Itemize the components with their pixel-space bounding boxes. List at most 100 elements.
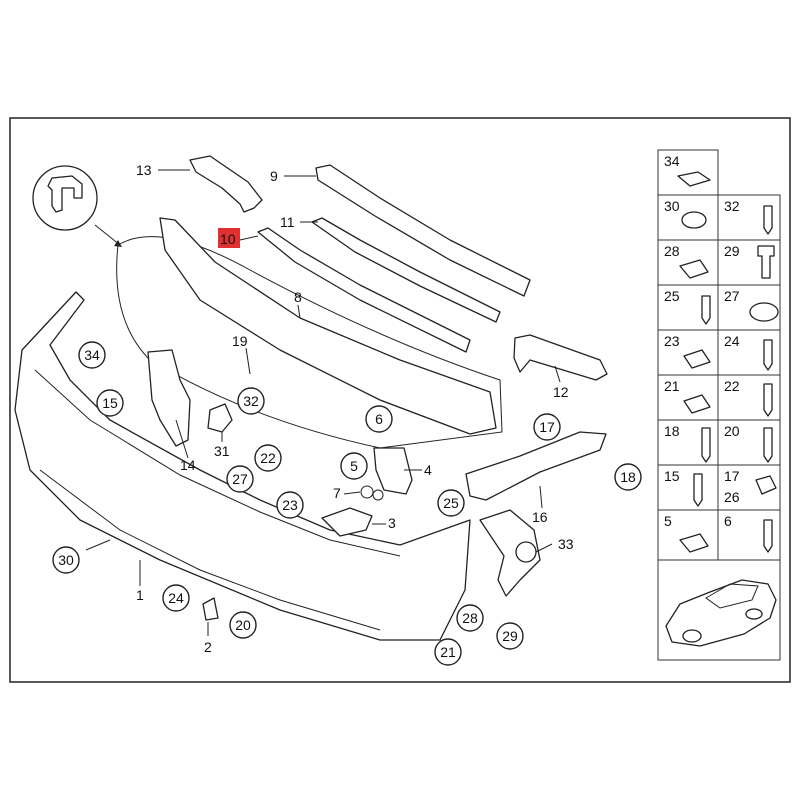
svg-text:15: 15	[102, 395, 118, 411]
callout-17: 17	[533, 413, 561, 441]
label-16: 16	[532, 509, 548, 525]
label-12: 12	[553, 384, 569, 400]
label-11: 11	[280, 214, 295, 230]
spring-7	[360, 485, 384, 501]
label-33: 33	[558, 536, 574, 552]
sidebar-label-6: 6	[724, 513, 732, 529]
label-13: 13	[136, 162, 152, 178]
label-4: 4	[424, 462, 432, 478]
callout-20: 20	[229, 611, 257, 639]
sidebar-label-22: 22	[724, 378, 740, 394]
bumper-cover	[14, 291, 471, 641]
screw-icon	[763, 383, 773, 417]
callout-34: 34	[78, 341, 106, 369]
trim-strip-11	[311, 217, 501, 323]
leader-lines	[85, 169, 561, 636]
sidebar-label-30: 30	[664, 198, 680, 214]
bracket-33	[479, 509, 541, 597]
label-31: 31	[214, 443, 230, 459]
nut-clip-icon	[683, 349, 711, 369]
sidebar-label-18: 18	[664, 423, 680, 439]
label-1: 1	[136, 587, 144, 603]
screw-icon	[693, 473, 703, 507]
svg-text:21: 21	[440, 644, 456, 660]
svg-text:6: 6	[375, 411, 383, 427]
seal-strip	[116, 236, 503, 449]
support-rail	[159, 217, 497, 435]
bracket-12	[513, 334, 608, 381]
clip-icon	[677, 171, 711, 187]
callout-28: 28	[456, 604, 484, 632]
callout-27: 27	[226, 465, 254, 493]
sidebar-label-17: 17	[724, 468, 740, 484]
callout-5: 5	[340, 452, 368, 480]
svg-text:32: 32	[243, 393, 259, 409]
callout-24: 24	[162, 584, 190, 612]
nut-icon	[749, 302, 779, 322]
label-2: 2	[204, 639, 212, 655]
callout-22: 22	[254, 444, 282, 472]
svg-text:24: 24	[168, 590, 184, 606]
detail-zoom-icon	[32, 165, 122, 247]
sidebar-label-23: 23	[664, 333, 680, 349]
sidebar-label-20: 20	[724, 423, 740, 439]
svg-text:22: 22	[260, 450, 276, 466]
label-9: 9	[270, 168, 278, 184]
svg-text:28: 28	[462, 610, 478, 626]
clip-31	[207, 403, 233, 433]
callout-15: 15	[96, 389, 124, 417]
screw-icon	[763, 205, 773, 235]
diagram-frame	[9, 117, 791, 683]
callout-21: 21	[434, 638, 462, 666]
sidebar-label-26: 26	[724, 489, 740, 505]
bumper-inner-edge	[34, 369, 401, 557]
bolt-icon	[757, 245, 775, 279]
callout-32: 32	[237, 387, 265, 415]
label-7: 7	[333, 485, 341, 501]
trim-strip-9	[315, 164, 531, 297]
callout-30: 30	[52, 546, 80, 574]
sidebar-label-27: 27	[724, 288, 740, 304]
label-8: 8	[294, 289, 302, 305]
clip-2	[202, 597, 219, 621]
highlight-10	[218, 228, 240, 248]
nut-clip-icon	[679, 259, 709, 279]
svg-text:30: 30	[58, 552, 74, 568]
label-3: 3	[388, 515, 396, 531]
bracket-14	[147, 349, 191, 447]
bracket-4	[373, 447, 413, 495]
callout-25: 25	[437, 489, 465, 517]
fastener-sidebar: 34 30 32 28 29 25 27 23 24 21	[657, 149, 781, 661]
svg-text:20: 20	[235, 617, 251, 633]
screw-icon	[701, 427, 711, 463]
screw-icon	[763, 519, 773, 553]
sidebar-label-34: 34	[664, 153, 680, 169]
sidebar-label-29: 29	[724, 243, 740, 259]
sidebar-label-28: 28	[664, 243, 680, 259]
sidebar-label-25: 25	[664, 288, 680, 304]
nut-clip-icon	[755, 475, 777, 495]
cover-3	[321, 507, 373, 537]
label-19: 19	[232, 333, 248, 349]
screw-icon	[763, 339, 773, 371]
callout-18: 18	[614, 463, 642, 491]
screw-icon	[701, 295, 711, 325]
bumper-lower-edge	[39, 469, 381, 631]
svg-text:29: 29	[502, 628, 518, 644]
sidebar-label-15: 15	[664, 468, 680, 484]
sidebar-label-21: 21	[664, 378, 680, 394]
plug-icon	[681, 211, 707, 229]
trim-strip-8	[257, 227, 471, 353]
svg-text:34: 34	[84, 347, 100, 363]
callout-6: 6	[365, 405, 393, 433]
car-thumbnail-icon	[665, 579, 777, 647]
callout-23: 23	[276, 491, 304, 519]
svg-text:27: 27	[232, 471, 248, 487]
screw-icon	[763, 427, 773, 463]
svg-text:23: 23	[282, 497, 298, 513]
svg-text:5: 5	[350, 458, 358, 474]
svg-text:25: 25	[443, 495, 459, 511]
sidebar-label-32: 32	[724, 198, 740, 214]
sidebar-label-5: 5	[664, 513, 672, 529]
